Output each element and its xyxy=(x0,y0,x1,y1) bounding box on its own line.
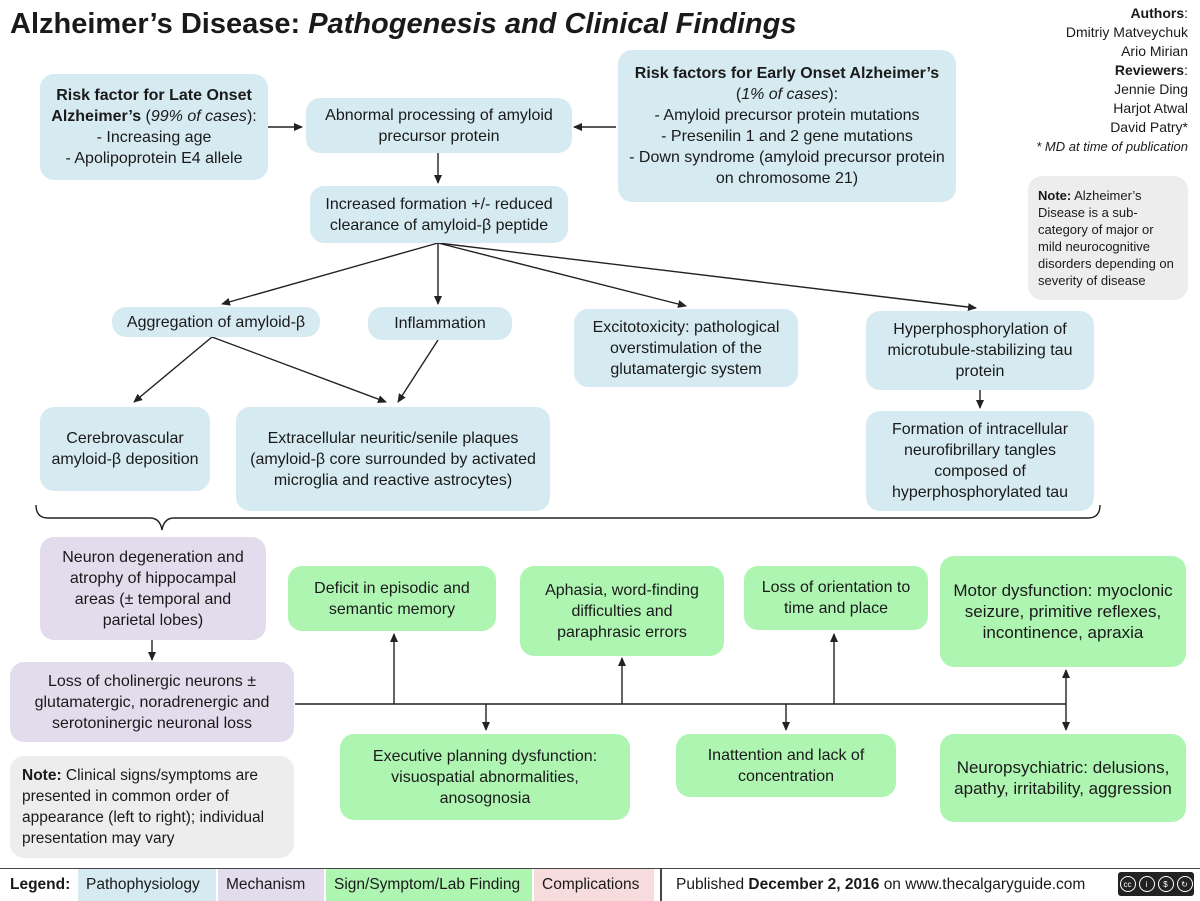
neuron-degeneration-box: Neuron degeneration and atrophy of hippo… xyxy=(40,537,266,640)
executive-dysfunction-box: Executive planning dysfunction: visuospa… xyxy=(340,734,630,820)
reviewer-3: David Patry* xyxy=(1110,119,1188,135)
reviewers-label: Reviewers xyxy=(1114,62,1185,78)
note-left-text: Clinical signs/symptoms are presented in… xyxy=(22,767,265,847)
late-onset-risk-box: Risk factor for Late Onset Alzheimer’s (… xyxy=(40,74,268,180)
late-onset-percent: 99% of cases xyxy=(150,108,247,125)
reviewer-2: Harjot Atwal xyxy=(1113,100,1188,116)
early-onset-title: Risk factors for Early Onset Alzheimer’s xyxy=(634,65,940,82)
reviewer-1: Jennie Ding xyxy=(1114,81,1188,97)
cerebrovascular-box: Cerebrovascular amyloid-β deposition xyxy=(40,407,210,491)
note-right-text: Alzheimer’s Disease is a sub-category of… xyxy=(1038,188,1174,288)
inflammation-box: Inflammation xyxy=(368,307,512,340)
orientation-loss-box: Loss of orientation to time and place xyxy=(744,566,928,630)
neuropsychiatric-box: Neuropsychiatric: delusions, apathy, irr… xyxy=(940,734,1186,822)
arrow-formation-to-aggregation xyxy=(221,242,439,306)
late-onset-title: Risk factor for Late Onset Alzheimer’s xyxy=(51,87,252,125)
page-title: Alzheimer’s Disease: Pathogenesis and Cl… xyxy=(10,8,796,41)
legend-divider xyxy=(660,869,662,901)
early-onset-item-1: - Amyloid precursor protein mutations xyxy=(654,107,920,124)
nc-icon: $ xyxy=(1157,876,1174,892)
excitotoxicity-box: Excitotoxicity: pathological overstimula… xyxy=(574,309,798,387)
legend-pathophysiology: Pathophysiology xyxy=(78,869,216,901)
late-onset-item-1: - Increasing age xyxy=(96,129,212,146)
late-onset-item-2: - Apolipoprotein E4 allele xyxy=(65,150,243,167)
note-subcategory: Note: Alzheimer’s Disease is a sub-categ… xyxy=(1028,176,1188,300)
legend-sign-symptom: Sign/Symptom/Lab Finding xyxy=(326,869,532,901)
legend-mechanism: Mechanism xyxy=(218,869,324,901)
arrow-inflammation-to-plaques xyxy=(397,339,439,403)
arrow-aggregation-to-cerebrovascular xyxy=(133,336,213,403)
aphasia-box: Aphasia, word-finding difficulties and p… xyxy=(520,566,724,656)
arrow-aggregation-to-plaques xyxy=(211,336,387,403)
by-icon: i xyxy=(1138,876,1155,892)
memory-deficit-box: Deficit in episodic and semantic memory xyxy=(288,566,496,631)
aggregation-box: Aggregation of amyloid-β xyxy=(112,307,320,337)
amyloid-formation-box: Increased formation +/- reduced clearanc… xyxy=(310,186,568,243)
published-line: Published December 2, 2016 on www.thecal… xyxy=(676,876,1086,893)
hyperphosphorylation-box: Hyperphosphorylation of microtubule-stab… xyxy=(866,311,1094,390)
creative-commons-icon: cc i $ ↻ xyxy=(1118,872,1194,896)
early-onset-risk-box: Risk factors for Early Onset Alzheimer’s… xyxy=(618,50,956,202)
tangles-box: Formation of intracellular neurofibrilla… xyxy=(866,411,1094,511)
title-main: Alzheimer’s Disease: xyxy=(10,8,301,40)
cholinergic-loss-box: Loss of cholinergic neurons ± glutamater… xyxy=(10,662,294,742)
legend-label: Legend: xyxy=(10,876,71,893)
authors-label: Authors xyxy=(1130,5,1185,21)
early-onset-item-3: - Down syndrome (amyloid precursor prote… xyxy=(629,149,945,187)
inattention-box: Inattention and lack of concentration xyxy=(676,734,896,797)
legend: Legend: Pathophysiology Mechanism Sign/S… xyxy=(0,868,1200,901)
app-processing-box: Abnormal processing of amyloid precursor… xyxy=(306,98,572,153)
early-onset-percent: 1% of cases xyxy=(741,86,829,103)
brace xyxy=(35,504,1101,531)
note-right-label: Note: xyxy=(1038,188,1072,203)
arrow-formation-to-excitotoxicity xyxy=(437,242,687,308)
credits-footnote: * MD at time of publication xyxy=(1036,139,1188,154)
legend-complications: Complications xyxy=(534,869,654,901)
note-left-label: Note: xyxy=(22,767,62,784)
sa-icon: ↻ xyxy=(1176,876,1193,892)
note-clinical-order: Note: Clinical signs/symptoms are presen… xyxy=(10,756,294,858)
title-sub: Pathogenesis and Clinical Findings xyxy=(308,8,797,40)
credits: Authors: Dmitriy Matveychuk Ario Mirian … xyxy=(1036,5,1188,154)
author-1: Dmitriy Matveychuk xyxy=(1065,24,1188,40)
arrow-formation-to-hyperphos xyxy=(437,242,977,312)
motor-dysfunction-box: Motor dysfunction: myoclonic seizure, pr… xyxy=(940,556,1186,667)
published-date: December 2, 2016 xyxy=(748,876,880,893)
cc-icon: cc xyxy=(1119,876,1136,892)
plaques-box: Extracellular neuritic/senile plaques (a… xyxy=(236,407,550,511)
author-2: Ario Mirian xyxy=(1121,43,1188,59)
early-onset-item-2: - Presenilin 1 and 2 gene mutations xyxy=(661,128,913,145)
